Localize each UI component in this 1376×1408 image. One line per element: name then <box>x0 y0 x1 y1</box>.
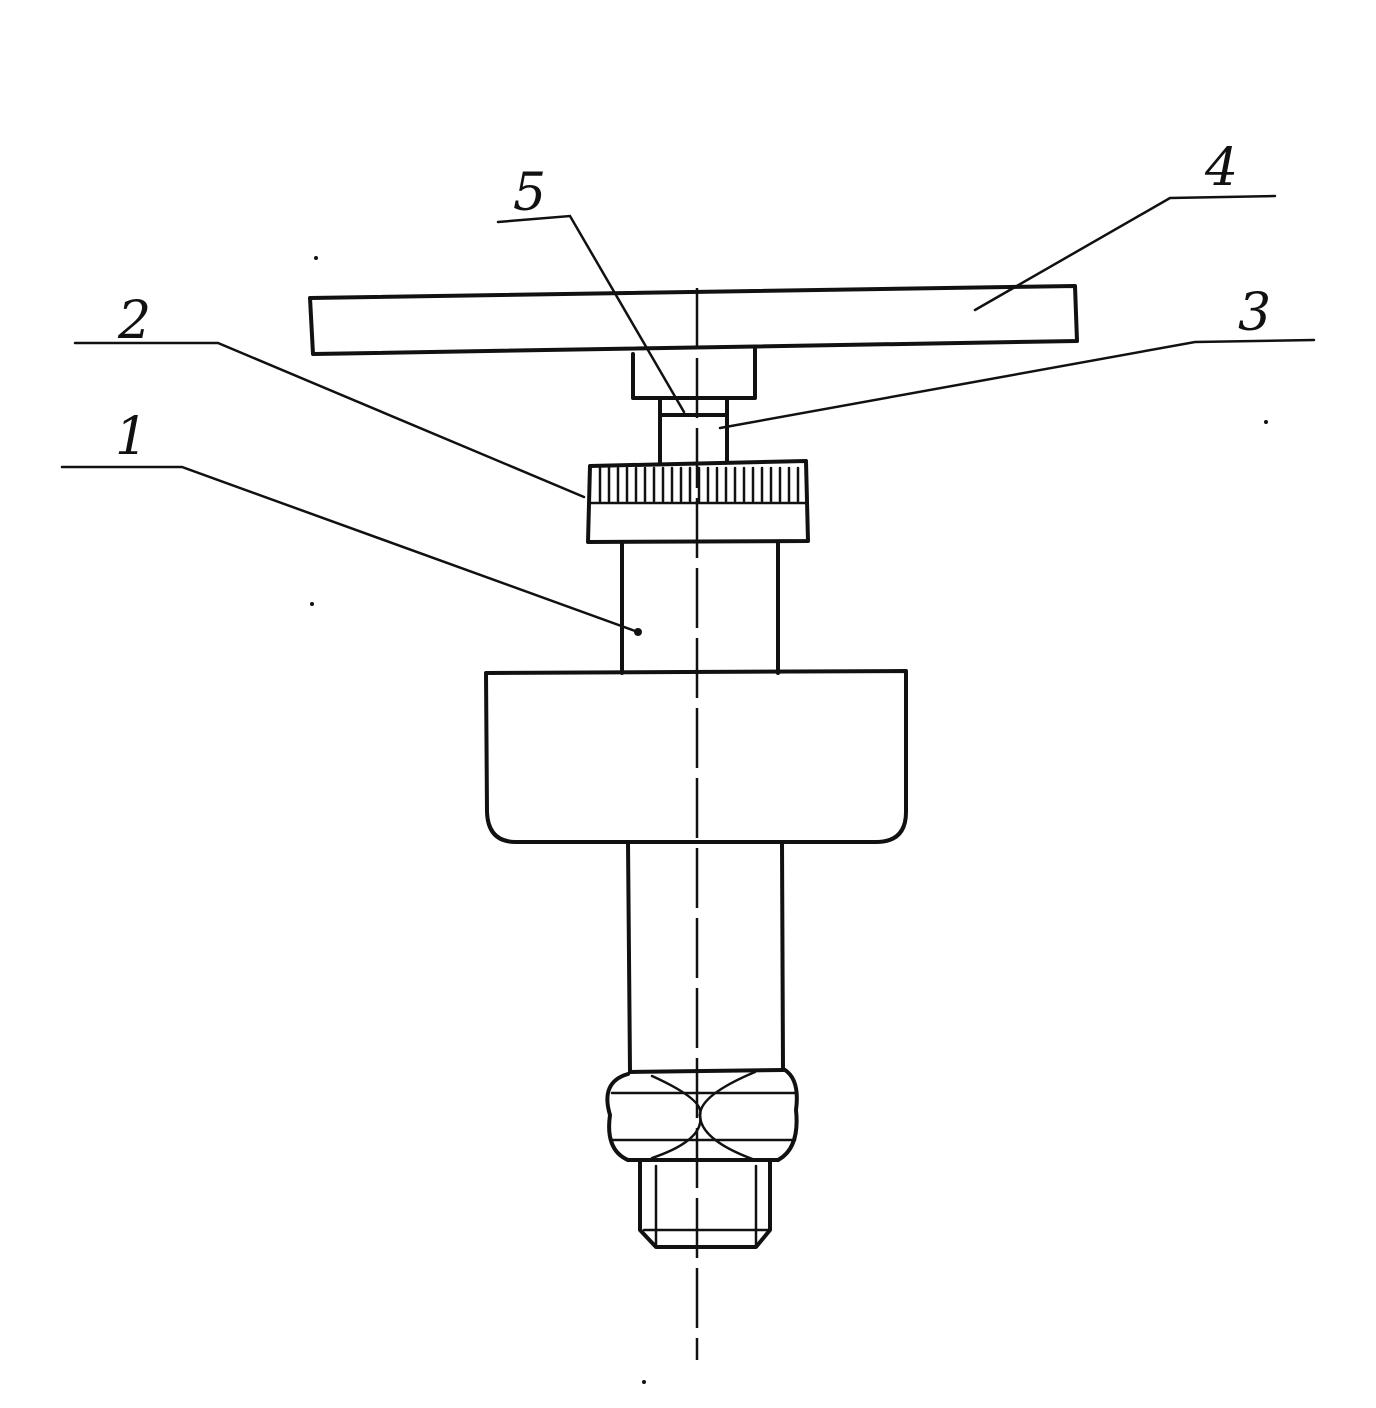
scan-specks <box>310 256 1268 1384</box>
label-4: 4 <box>1204 138 1238 198</box>
part-2-knurled-nut <box>586 459 810 544</box>
label-5: 5 <box>513 163 546 223</box>
hex-nut <box>605 1068 799 1162</box>
label-2: 2 <box>117 291 151 351</box>
label-1: 1 <box>115 407 148 467</box>
label-3: 3 <box>1238 283 1271 343</box>
collar <box>484 669 908 844</box>
part-3-shaft <box>658 396 729 464</box>
leader-lines <box>60 194 1316 636</box>
part-1-upper-shaft <box>620 540 780 675</box>
part-4-plate <box>308 284 1079 356</box>
lower-shaft <box>626 840 785 1074</box>
part-labels: 1 2 3 4 5 <box>115 138 1271 467</box>
threaded-end <box>638 1158 772 1249</box>
plate-hub <box>631 347 757 400</box>
knurl-lines <box>598 466 800 503</box>
